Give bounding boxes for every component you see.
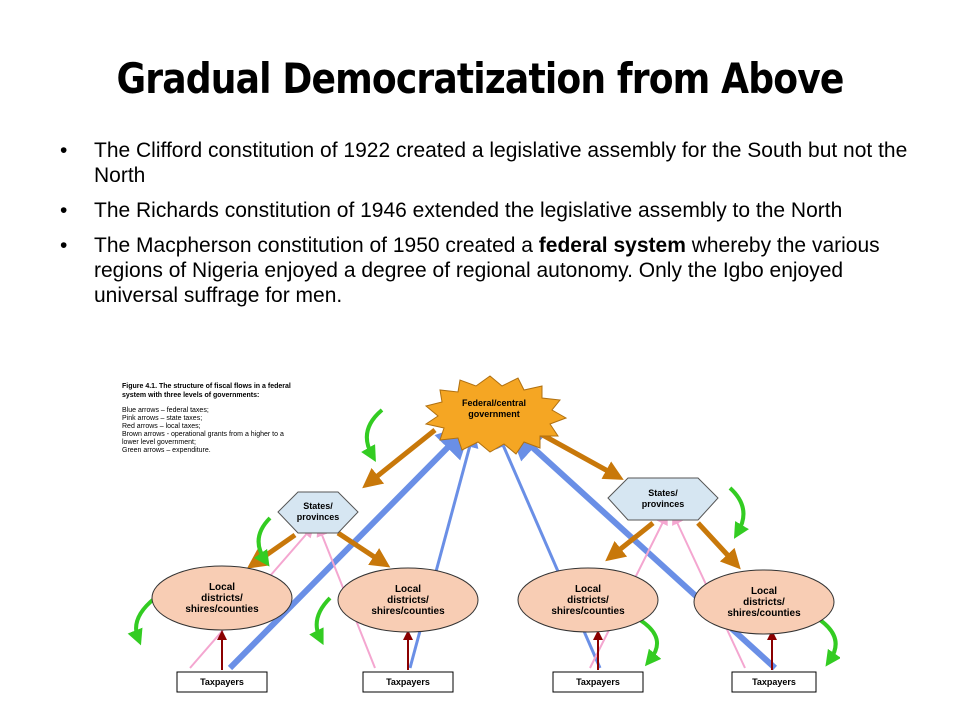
local-label-1: Local [209,582,235,593]
bullet-text-bold: federal system [538,234,686,257]
taxpayers-box: Taxpayers [552,671,644,693]
legend-line: Blue arrows – federal taxes; [122,407,209,414]
bullet-text: The Richards constitution of 1946 extend… [94,199,843,222]
local-label-3: shires/counties [551,606,625,617]
legend-line: Green arrows – expenditure. [122,447,211,454]
state-node-right: States/ provinces [607,477,719,521]
local-district-node: Local districts/ shires/counties [517,567,659,633]
local-district-node: Local districts/ shires/counties [151,565,293,631]
local-label-1: Local [751,586,777,597]
taxpayers-label: Taxpayers [576,677,620,687]
expenditure-arrows [127,408,840,667]
taxpayers-box: Taxpayers [731,671,817,693]
slide-title: Gradual Democratization from Above [116,54,844,103]
bullet-item: • The Macpherson constitution of 1950 cr… [48,233,928,308]
bullet-dot-icon: • [60,139,68,162]
legend-line: lower level government; [122,439,196,446]
local-label-1: Local [395,584,421,595]
legend-line: Brown arrows - operational grants from a… [122,431,284,438]
figure-caption: Figure 4.1. The structure of fiscal flow… [122,383,291,454]
taxpayers-label: Taxpayers [386,677,430,687]
legend-line: Pink arrows – state taxes; [122,415,202,422]
fiscal-flow-figure: Figure 4.1. The structure of fiscal flow… [120,370,840,710]
local-label-2: districts/ [567,595,609,606]
taxpayers-label: Taxpayers [752,677,796,687]
bullet-text-before: The Macpherson constitution of 1950 crea… [94,234,539,257]
taxpayers-label: Taxpayers [200,677,244,687]
federal-tax-arrows [227,422,778,671]
local-tax-arrows [217,630,777,670]
local-label-2: districts/ [743,597,785,608]
caption-title-2: system with three levels of governments: [122,392,259,399]
local-label-3: shires/counties [727,608,801,619]
state-label-1: States/ [303,501,333,511]
bullet-item: • The Clifford constitution of 1922 crea… [48,138,928,188]
federal-label-1: Federal/central [462,398,526,408]
bullet-text-after: whereby the various regions of Nigeria e… [94,234,880,307]
bullet-list: • The Clifford constitution of 1922 crea… [48,138,928,318]
bullet-item: • The Richards constitution of 1946 exte… [48,198,928,223]
bullet-text: The Clifford constitution of 1922 create… [94,139,908,187]
local-label-1: Local [575,584,601,595]
caption-title-1: Figure 4.1. The structure of fiscal flow… [122,383,291,390]
state-label-2: provinces [642,499,685,509]
bullet-dot-icon: • [60,234,68,257]
local-label-2: districts/ [201,593,243,604]
local-district-node: Local districts/ shires/counties [337,567,479,633]
legend-line: Red arrows – local taxes; [122,423,201,430]
taxpayers-box: Taxpayers [176,671,268,693]
state-node-left: States/ provinces [277,491,359,534]
bullet-dot-icon: • [60,199,68,222]
local-label-3: shires/counties [371,606,445,617]
fiscal-flow-diagram: Figure 4.1. The structure of fiscal flow… [122,375,840,693]
local-district-node: Local districts/ shires/counties [693,569,835,635]
state-label-2: provinces [297,512,340,522]
state-label-1: States/ [648,488,678,498]
local-label-2: districts/ [387,595,429,606]
taxpayers-box: Taxpayers [362,671,454,693]
federal-government-node: Federal/central government [424,375,568,455]
federal-label-2: government [468,409,520,419]
local-label-3: shires/counties [185,604,259,615]
